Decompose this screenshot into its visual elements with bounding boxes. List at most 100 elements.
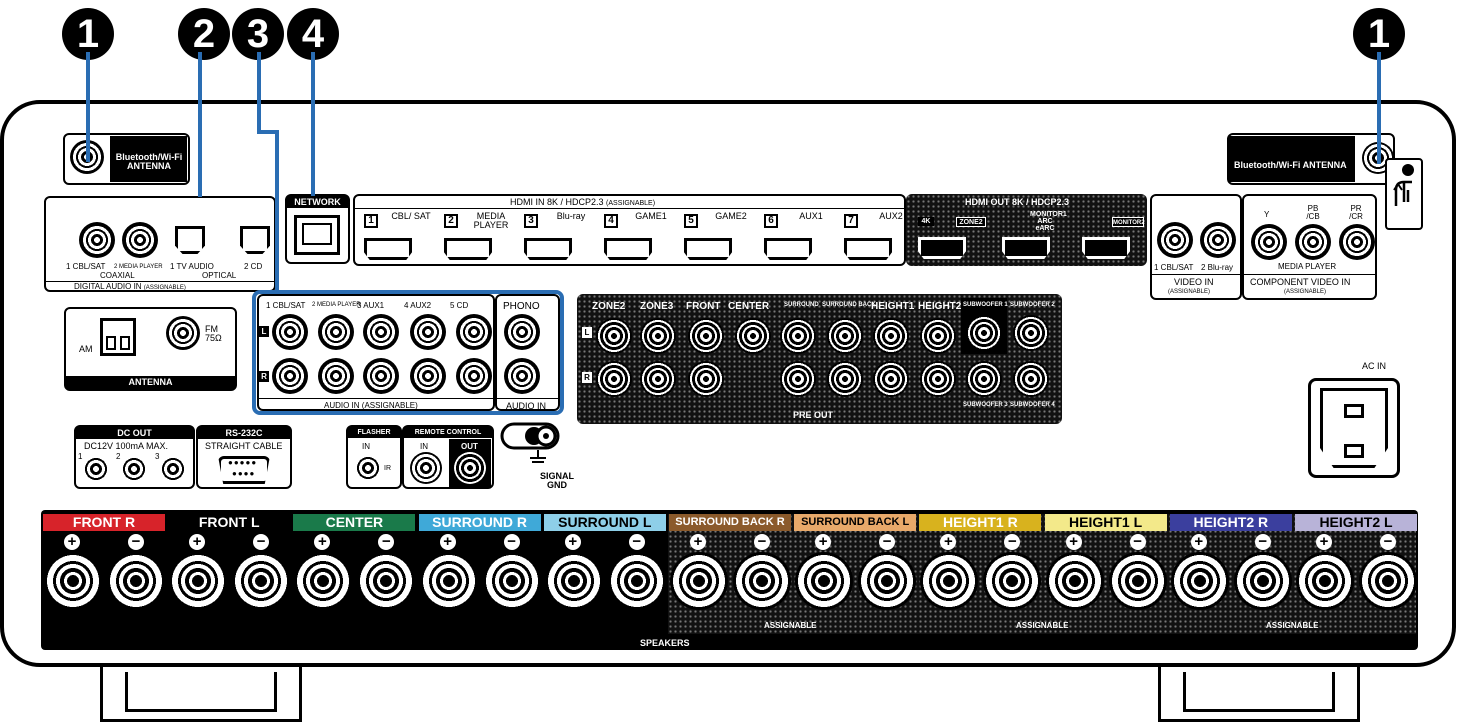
optical-jack-1[interactable] (175, 226, 205, 254)
pre-out-jack-top-3[interactable] (780, 318, 816, 354)
optical-jack-2[interactable] (240, 226, 270, 254)
video-in-jack-1[interactable] (1157, 222, 1193, 258)
hdmi-in-port-2[interactable] (444, 238, 492, 260)
hdmi-out-port-3[interactable] (1082, 237, 1130, 259)
speaker-terminal-plus-9[interactable] (1045, 552, 1104, 610)
speaker-terminal-minus-7[interactable] (858, 552, 917, 610)
speaker-terminal-minus-4[interactable] (482, 552, 541, 610)
phono-jack-r[interactable] (504, 358, 540, 394)
hdmi-in-title-text: HDMI IN 8K / HDCP2.3 (510, 197, 604, 207)
remote-out-jack[interactable] (454, 452, 486, 484)
hdmi-out-port-2[interactable] (1002, 237, 1050, 259)
speaker-head-5: SURROUND L (543, 514, 666, 531)
speaker-terminal-plus-6[interactable] (670, 552, 728, 610)
sub1-jack[interactable] (966, 315, 1002, 351)
speaker-terminal-plus-8[interactable] (920, 552, 979, 610)
audio-in-label-5: 5 CD (450, 301, 469, 310)
speaker-terminal-minus-11[interactable] (1359, 552, 1417, 610)
component-jack-pb[interactable] (1295, 224, 1331, 260)
speaker-terminal-plus-2[interactable] (169, 552, 228, 610)
component-jack-pr[interactable] (1339, 224, 1375, 260)
speaker-terminal-minus-9[interactable] (1108, 552, 1167, 610)
audio-in-jack-l-2[interactable] (318, 314, 354, 350)
hdmi-in-port-7[interactable] (844, 238, 892, 260)
component-divider (1244, 274, 1375, 275)
speaker-terminal-minus-3[interactable] (357, 552, 416, 610)
speaker-terminal-plus-7[interactable] (795, 552, 854, 610)
pre-out-zone3-r[interactable] (640, 361, 676, 397)
digital-audio-assignable: (ASSIGNABLE) (143, 285, 186, 291)
speaker-terminal-minus-6[interactable] (733, 552, 791, 610)
sub2-jack[interactable] (1013, 315, 1049, 351)
component-jack-y[interactable] (1251, 224, 1287, 260)
speaker-terminal-plus-3[interactable] (294, 552, 353, 610)
speaker-head-10: HEIGHT2 R (1169, 514, 1292, 531)
hdmi-in-number-5: 5 (684, 214, 698, 228)
ethernet-port[interactable] (294, 215, 340, 255)
hdmi-in-port-1[interactable] (364, 238, 412, 260)
pre-out-jack-bot-5[interactable] (873, 361, 909, 397)
dc-jack-3[interactable] (161, 457, 185, 481)
audio-in-jack-l-1[interactable] (272, 314, 308, 350)
video-in-assignable: (ASSIGNABLE) (1168, 289, 1211, 295)
pre-out-jack-bot-4[interactable] (827, 361, 863, 397)
speaker-terminal-minus-5[interactable] (607, 552, 666, 610)
coax-jack-2[interactable] (122, 222, 158, 258)
callout-1-right: 1 (1353, 8, 1405, 60)
dc-jack-1[interactable] (84, 457, 108, 481)
pre-out-ch-label-2: CENTER (728, 301, 770, 312)
audio-in-jack-r-3[interactable] (363, 358, 399, 394)
audio-in-jack-l-3[interactable] (363, 314, 399, 350)
pre-out-jack-bot-1[interactable] (688, 361, 724, 397)
signal-gnd-label: SIGNAL GND (539, 471, 574, 490)
speaker-head-3: CENTER (293, 514, 416, 531)
pre-out-zone2-r[interactable] (596, 361, 632, 397)
video-in-label-1: 1 CBL/SAT (1154, 263, 1194, 272)
pre-out-zone3-l[interactable] (640, 318, 676, 354)
pre-out-jack-bot-3[interactable] (780, 361, 816, 397)
flasher-jack[interactable] (356, 456, 380, 480)
speaker-terminal-plus-10[interactable] (1170, 552, 1229, 610)
speaker-terminal-minus-10[interactable] (1233, 552, 1292, 610)
dc-jack-2[interactable] (122, 457, 146, 481)
sub3-jack[interactable] (966, 361, 1002, 397)
hdmi-in-port-6[interactable] (764, 238, 812, 260)
audio-in-jack-r-2[interactable] (318, 358, 354, 394)
video-in-jack-2[interactable] (1200, 222, 1236, 258)
audio-in-jack-l-5[interactable] (456, 314, 492, 350)
remote-in: IN (420, 442, 428, 451)
callout-2: 2 (178, 8, 230, 60)
hdmi-in-port-5[interactable] (684, 238, 732, 260)
pre-out-jack-top-5[interactable] (873, 318, 909, 354)
audio-in-jack-r-4[interactable] (410, 358, 446, 394)
phono-jack-l[interactable] (504, 314, 540, 350)
hdmi-in-port-3[interactable] (524, 238, 572, 260)
remote-in-jack[interactable] (410, 452, 442, 484)
am-terminal-slot-2 (120, 336, 130, 350)
coax-jack-1[interactable] (79, 222, 115, 258)
pre-out-jack-top-4[interactable] (827, 318, 863, 354)
speaker-terminal-plus-1[interactable] (44, 552, 102, 610)
pre-out-zone2-l[interactable] (596, 318, 632, 354)
callout-4: 4 (287, 8, 339, 60)
speaker-terminal-plus-5[interactable] (544, 552, 603, 610)
hdmi-in-port-4[interactable] (604, 238, 652, 260)
pre-out-jack-bot-6[interactable] (920, 361, 956, 397)
pre-out-jack-top-1[interactable] (688, 318, 724, 354)
hdmi-in-number-1: 1 (364, 214, 378, 228)
pre-out-jack-top-2[interactable] (735, 318, 771, 354)
fm-jack[interactable] (166, 316, 200, 350)
pre-out-jack-top-6[interactable] (920, 318, 956, 354)
pre-out-ch-label-3: SURROUND (784, 302, 819, 308)
speaker-terminal-minus-2[interactable] (232, 552, 291, 610)
audio-in-jack-r-1[interactable] (272, 358, 308, 394)
ac-inlet[interactable] (1308, 378, 1400, 478)
speaker-terminal-minus-1[interactable] (107, 552, 165, 610)
audio-in-jack-l-4[interactable] (410, 314, 446, 350)
hdmi-out-port-1[interactable] (918, 237, 966, 259)
speaker-terminal-minus-8[interactable] (983, 552, 1042, 610)
speaker-terminal-plus-4[interactable] (419, 552, 478, 610)
sub4-jack[interactable] (1013, 361, 1049, 397)
audio-in-jack-r-5[interactable] (456, 358, 492, 394)
speaker-terminal-plus-11[interactable] (1296, 552, 1354, 610)
